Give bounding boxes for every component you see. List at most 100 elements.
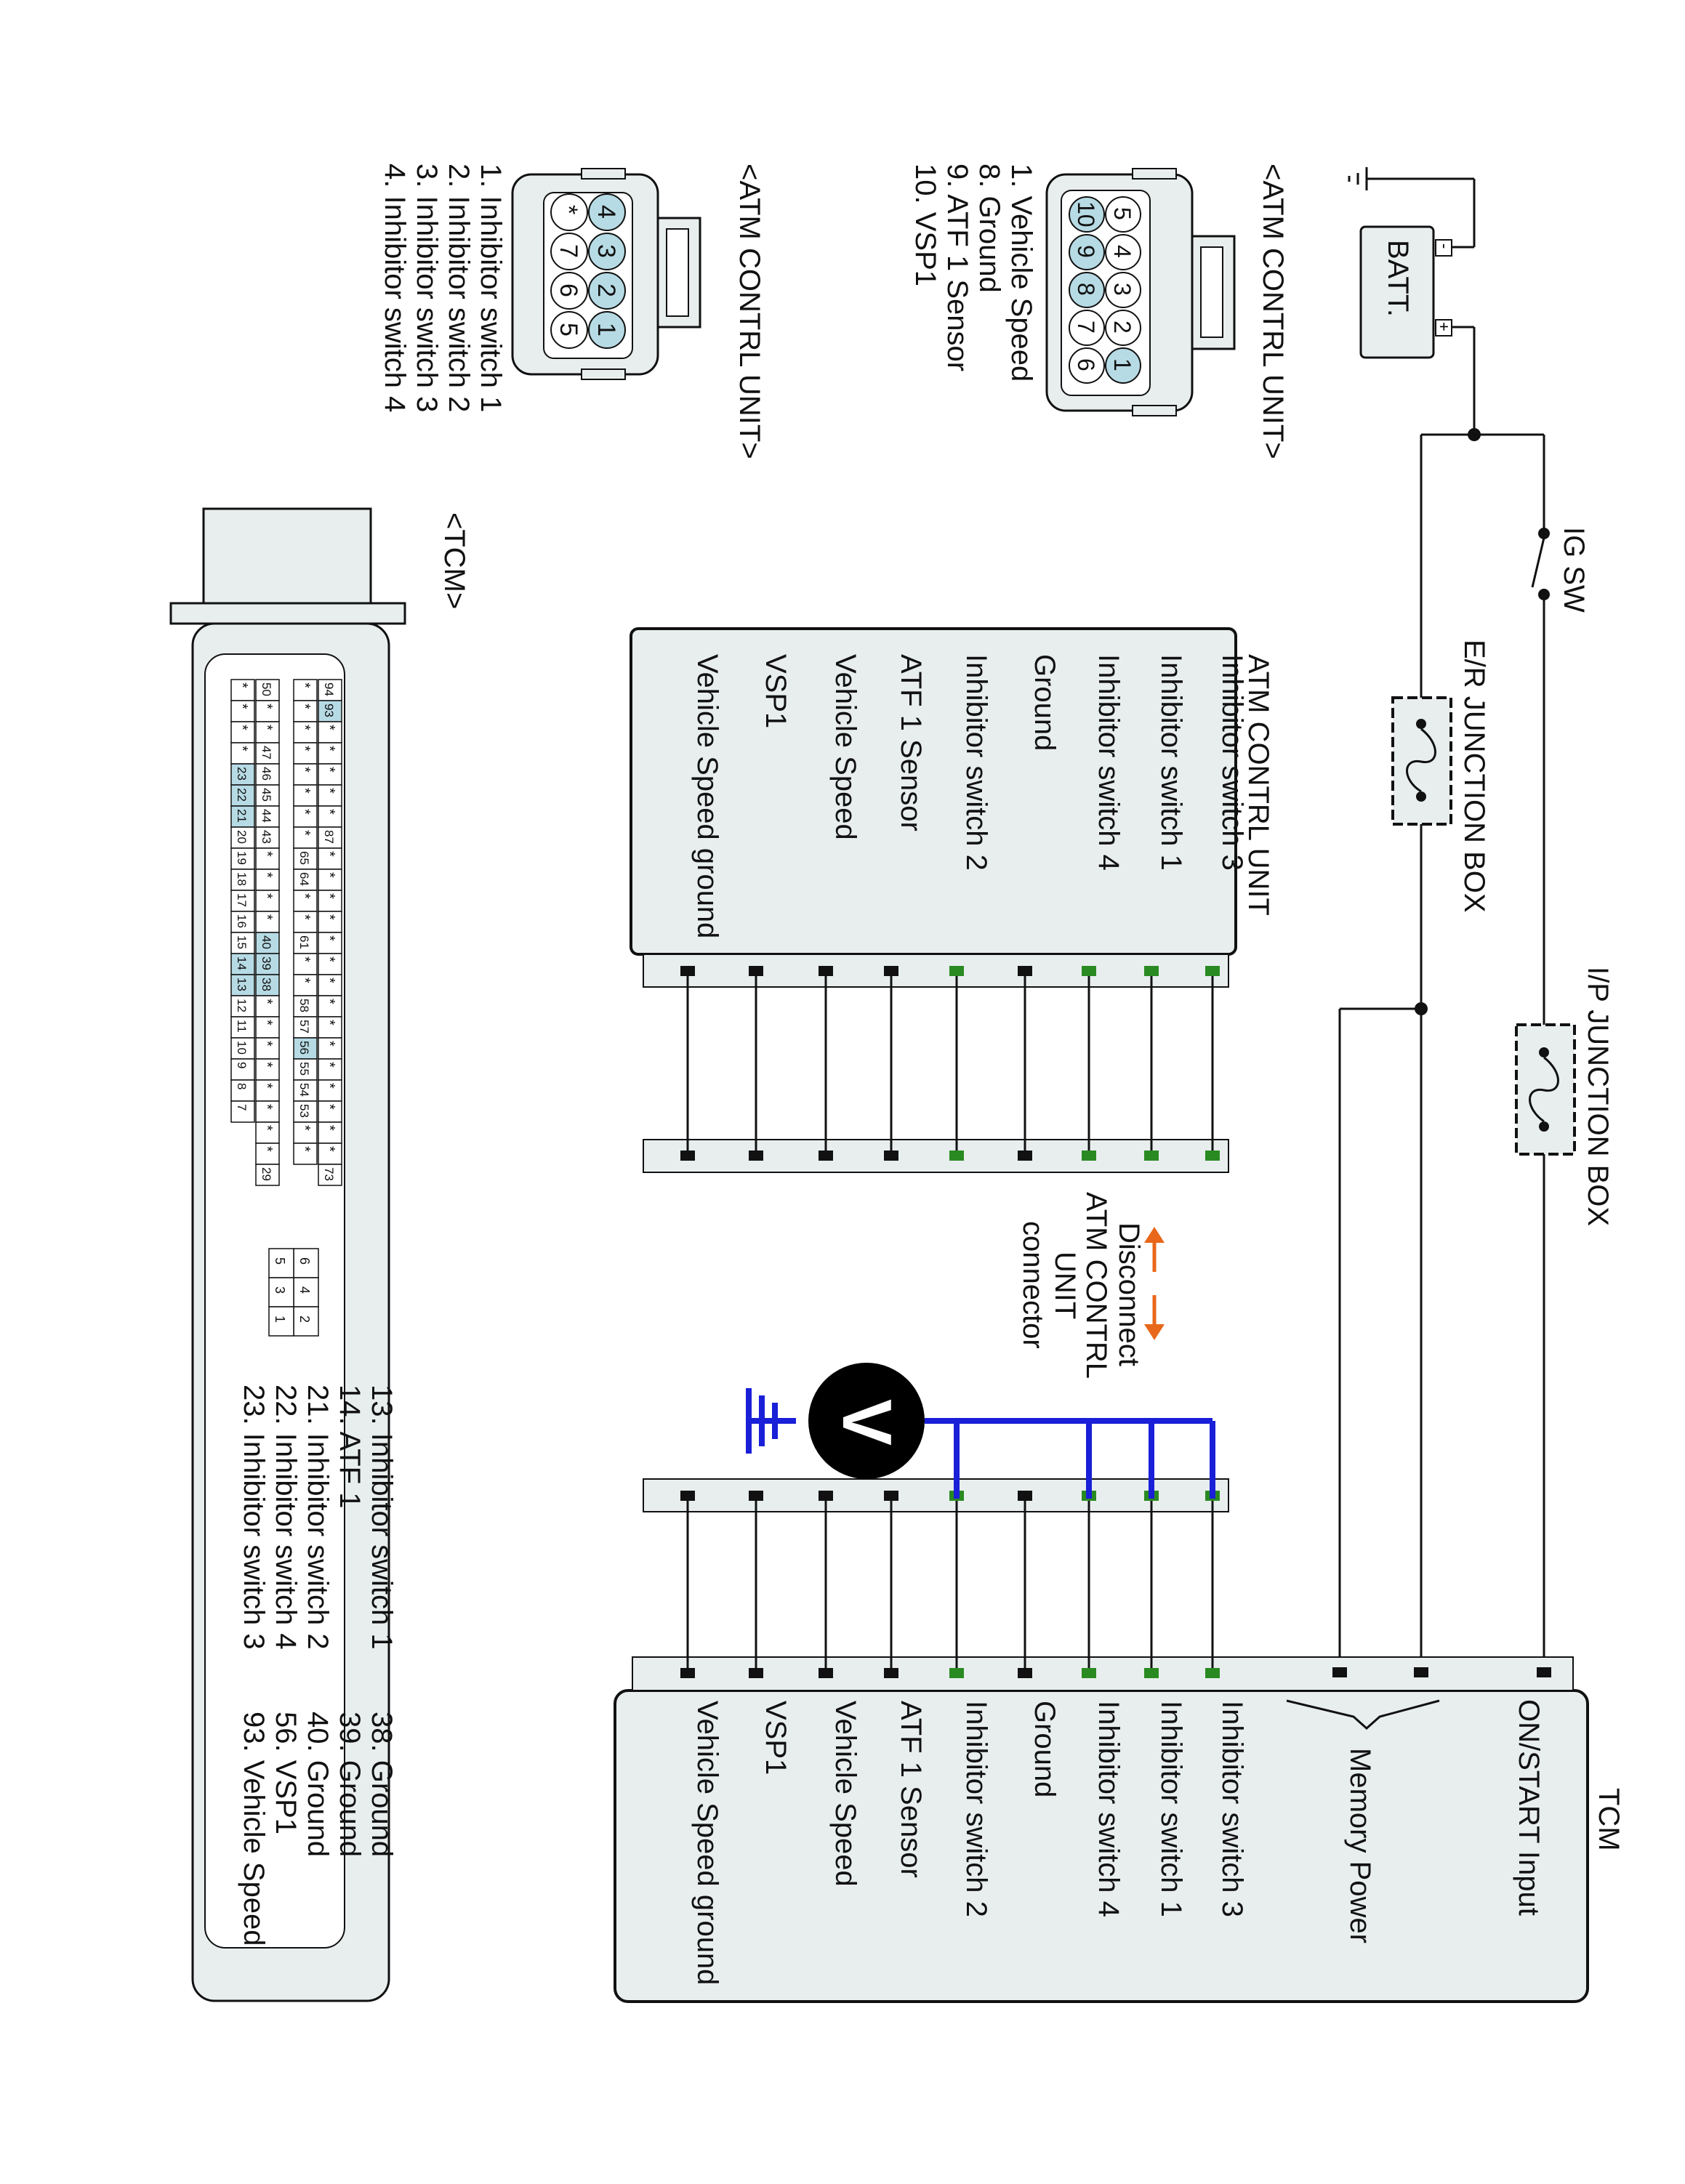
tcm-pin-cell bbox=[255, 890, 280, 912]
tcm-pin-label: * bbox=[234, 682, 250, 688]
tcm-legend-left: 23. Inhibitor switch 3 bbox=[238, 1385, 270, 1650]
atm2-pin-label: 1 bbox=[592, 323, 620, 337]
tcm-on-start-input: ON/START Input bbox=[1513, 1699, 1545, 1916]
tcm-pin-cell bbox=[293, 953, 318, 975]
tcm-pin-cell bbox=[293, 742, 318, 765]
tcm-pin-cell bbox=[318, 826, 342, 849]
tcm-pin-label: * bbox=[321, 851, 337, 857]
wire-terminal bbox=[819, 1668, 833, 1678]
atm1-legend-item: 9. ATF 1 Sensor bbox=[941, 164, 973, 371]
battery: BATT. - + bbox=[1359, 225, 1454, 359]
memory-power-terminal-1 bbox=[1414, 1667, 1428, 1677]
atm1-pin-label: 8 bbox=[1073, 283, 1099, 296]
tcm-pin-cell bbox=[318, 1121, 342, 1144]
atm1-pin-circle bbox=[1069, 310, 1105, 346]
tcm-pin-cell bbox=[293, 932, 318, 954]
tcm-pin-cell bbox=[255, 1100, 280, 1123]
tcm-pin-cell bbox=[293, 1143, 318, 1165]
tcm-signal-label: Vehicle Speed ground bbox=[691, 1701, 723, 1985]
tcm-pin-cell bbox=[293, 1058, 318, 1081]
power-supply-section: BATT. - + IG SW I/P JUNCTION BOX bbox=[1338, 167, 1614, 1677]
atm-signal-label: Inhibitor switch 4 bbox=[1093, 654, 1125, 871]
atm2-pin-label: 3 bbox=[592, 244, 620, 258]
ip-junction-box: I/P JUNCTION BOX bbox=[1515, 967, 1614, 1226]
wire-terminal bbox=[884, 1668, 898, 1678]
tcm-aux-label: 1 bbox=[273, 1315, 287, 1323]
tcm-aux-cell bbox=[293, 1248, 319, 1278]
tcm-aux-label: 5 bbox=[273, 1257, 287, 1265]
atm2-pin-circle bbox=[550, 311, 588, 349]
tcm-pin-label: 61 bbox=[297, 935, 311, 949]
tcm-pin-label: * bbox=[321, 935, 337, 941]
tcm-pin-cell bbox=[230, 742, 255, 765]
tcm-pin-label: * bbox=[297, 956, 313, 962]
tcm-pin-label: 93 bbox=[322, 704, 336, 717]
tcm-pin-label: * bbox=[259, 1104, 275, 1110]
tcm-legend-right: 56. VSP1 bbox=[270, 1712, 302, 1834]
tcm-pin-label: 54 bbox=[297, 1083, 311, 1097]
tcm-pin-label: 56 bbox=[297, 1041, 311, 1055]
atm2-pin-label: 5 bbox=[555, 323, 582, 337]
wire-terminal bbox=[1144, 966, 1159, 976]
tcm-pin-label: 13 bbox=[235, 978, 249, 991]
atm1-pin-label: 3 bbox=[1109, 283, 1135, 296]
tcm-pin-label: 47 bbox=[260, 746, 273, 759]
wire-terminal bbox=[749, 1668, 763, 1678]
tcm-pin-cell bbox=[293, 1037, 318, 1060]
atm-unit-title: ATM CONTRL UNIT bbox=[1242, 654, 1274, 916]
tcm-pin-cell bbox=[293, 974, 318, 996]
atm2-pin-label: * bbox=[555, 205, 582, 214]
tcm-pin-cell bbox=[318, 932, 342, 954]
tcm-pin-label: * bbox=[259, 1125, 275, 1131]
wire-terminal bbox=[1018, 1668, 1032, 1678]
tcm-pin-cell bbox=[318, 974, 342, 996]
tcm-pin-label: 94 bbox=[322, 682, 336, 696]
tcm-pin-cell bbox=[293, 890, 318, 912]
atm2-pin-circle bbox=[588, 311, 626, 349]
tcm-pin-label: 8 bbox=[235, 1083, 249, 1089]
tcm-pin-cell bbox=[230, 995, 255, 1018]
tcm-pin-cell bbox=[255, 1037, 280, 1060]
tcm-legend-right: 38. Ground bbox=[366, 1712, 398, 1857]
atm-unit-header-strip bbox=[643, 954, 1229, 988]
tcm-pin-label: 18 bbox=[235, 872, 249, 886]
atm2-pin-label: 4 bbox=[592, 205, 620, 219]
tcm-pin-cell bbox=[255, 869, 280, 891]
atm2-pin-circle bbox=[588, 233, 626, 270]
tcm-pin-cell bbox=[230, 700, 255, 722]
tcm-pin-cell bbox=[318, 847, 342, 870]
atm1-legend-item: 1. Vehicle Speed bbox=[1005, 164, 1037, 382]
tcm-pin-label: 40 bbox=[260, 935, 273, 949]
wire-terminal bbox=[749, 966, 763, 976]
wire-terminal bbox=[884, 966, 898, 976]
ig-sw-label: IG SW bbox=[1558, 527, 1590, 613]
tcm-pin-label: * bbox=[321, 725, 337, 730]
tcm-unit-box: TCM ON/START Input Memory Power Inhibito… bbox=[614, 1689, 1625, 2003]
tcm-pin-label: * bbox=[321, 1125, 337, 1131]
atm2-pin-circle bbox=[588, 193, 626, 231]
atm2-pin-circle bbox=[550, 233, 588, 270]
atm1-pin-label: 10 bbox=[1073, 201, 1099, 227]
wire-terminal bbox=[819, 966, 833, 976]
atm1-pin-label: 4 bbox=[1109, 245, 1135, 258]
disconnect-note: Disconnect ATM CONTRL UNIT connector bbox=[1017, 1192, 1165, 1379]
tcm-pin-label: * bbox=[259, 1020, 275, 1025]
voltmeter-label: V bbox=[828, 1399, 906, 1446]
tcm-pin-cell bbox=[255, 679, 280, 701]
wire-terminal bbox=[949, 966, 964, 976]
tcm-pin-label: * bbox=[297, 704, 313, 709]
battery-label: BATT. bbox=[1382, 240, 1414, 317]
atm1-pin-circle bbox=[1069, 234, 1105, 270]
atm1-pin-label: 2 bbox=[1109, 321, 1135, 334]
tcm-pin-label: * bbox=[259, 893, 275, 899]
tcm-pin-label: * bbox=[321, 956, 337, 962]
tcm-signal-label: Inhibitor switch 2 bbox=[960, 1701, 992, 1917]
atm2-pin-circle bbox=[588, 272, 626, 310]
tcm-legend-left: 14. ATF 1 bbox=[334, 1385, 366, 1508]
tcm-pin-cell bbox=[293, 826, 318, 849]
er-junction-label: E/R JUNCTION BOX bbox=[1458, 640, 1490, 913]
tcm-pin-label: 55 bbox=[297, 1062, 311, 1076]
tcm-pin-label: 17 bbox=[235, 893, 249, 907]
tcm-pin-label: * bbox=[297, 746, 313, 751]
